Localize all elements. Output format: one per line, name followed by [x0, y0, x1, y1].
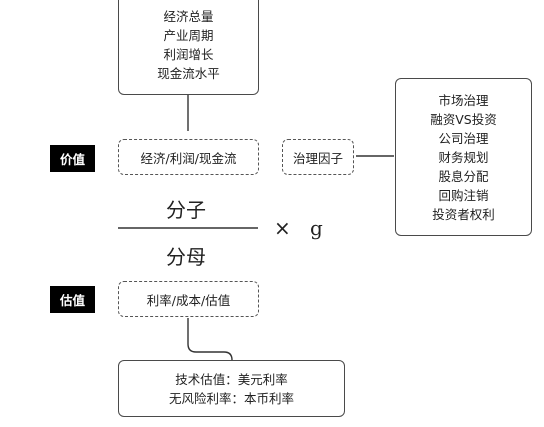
governance-details-box: 市场治理 融资VS投资 公司治理 财务规划 股息分配 回购注销 投资者权利 — [395, 78, 532, 236]
governance-line: 市场治理 — [438, 92, 489, 108]
governance-line: 公司治理 — [438, 130, 489, 146]
top-box-line: 经济总量 — [163, 8, 214, 24]
valuation-tag: 价值 — [50, 145, 95, 172]
bottom-box-line: 技术估值：美元利率 — [175, 371, 288, 387]
top-box-line: 产业周期 — [163, 27, 214, 43]
economic-factors-box: 经济总量 产业周期 利润增长 现金流水平 — [118, 0, 259, 95]
top-box-line: 利润增长 — [163, 46, 214, 62]
governance-line: 投资者权利 — [432, 206, 495, 222]
numerator-factors-box: 经济/利润/现金流 — [118, 139, 259, 175]
governance-line: 回购注销 — [438, 187, 489, 203]
numerator-text: 分子 — [166, 198, 206, 222]
top-box-line: 现金流水平 — [157, 65, 220, 81]
denominator-factors-box: 利率/成本/估值 — [118, 281, 259, 317]
interest-rate-box: 技术估值：美元利率 无风险利率：本币利率 — [118, 360, 345, 417]
governance-line: 财务规划 — [438, 149, 489, 165]
bottom-connector — [187, 318, 233, 361]
denominator-text: 分母 — [166, 245, 206, 269]
estimate-tag: 估值 — [50, 286, 95, 313]
governance-factor-box: 治理因子 — [282, 139, 354, 175]
multiply-sign: × — [274, 216, 291, 240]
governance-line: 融资VS投资 — [430, 111, 497, 127]
g-symbol: g — [310, 216, 323, 240]
governance-line: 股息分配 — [438, 168, 489, 184]
bottom-box-line: 无风险利率：本币利率 — [168, 390, 294, 406]
